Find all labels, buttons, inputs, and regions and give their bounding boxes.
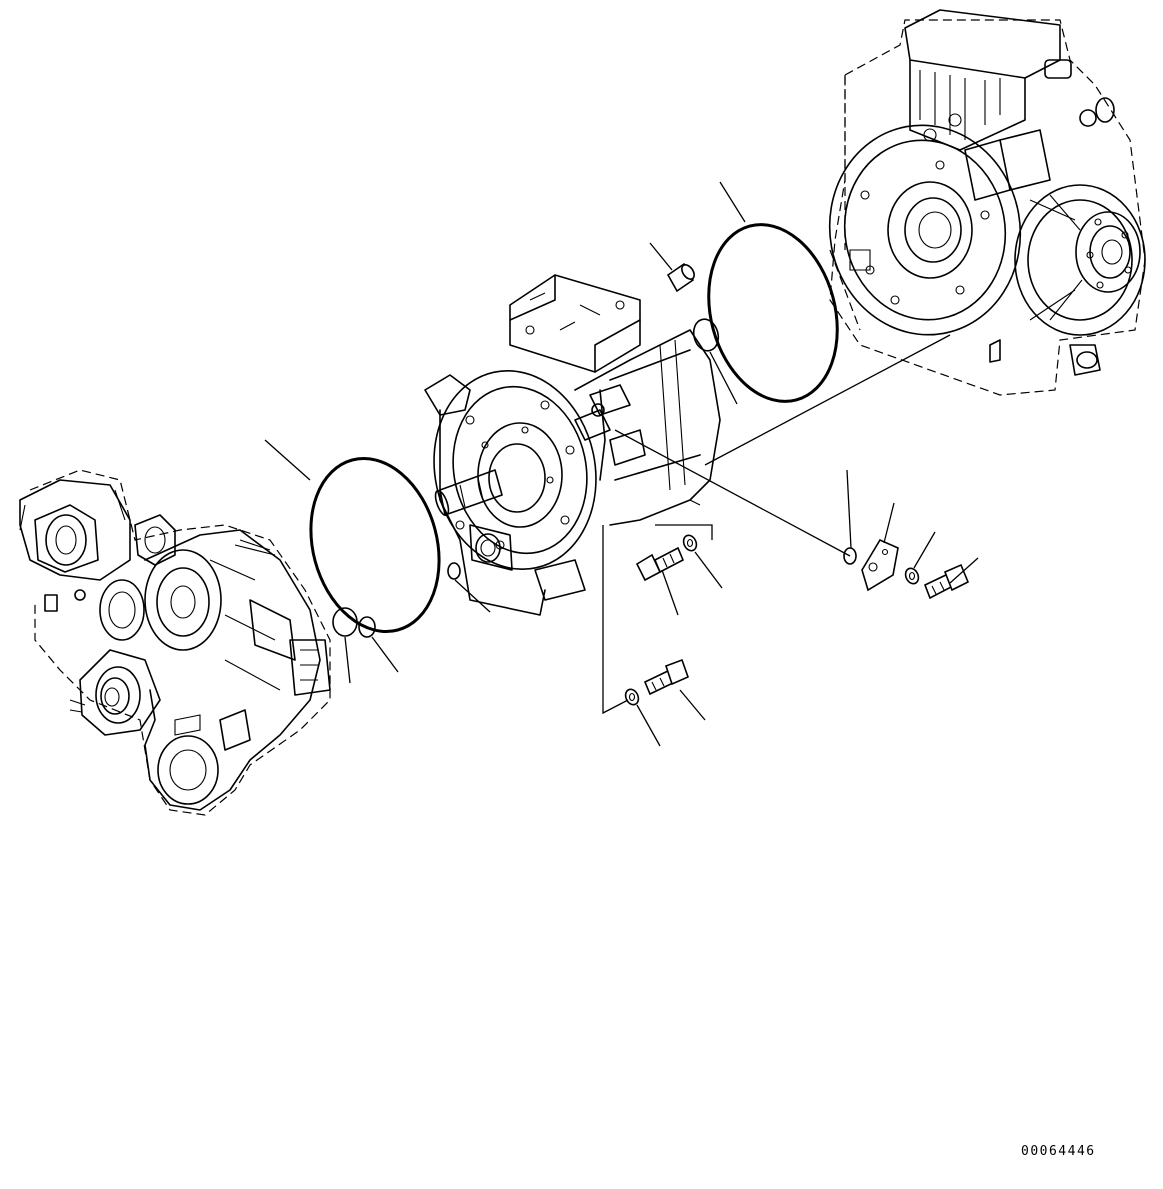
drawing-number: 00064446 xyxy=(1021,1144,1096,1159)
pump-assembly-icon xyxy=(416,275,720,615)
leader-lines xyxy=(265,182,978,746)
dowel-pin-icon xyxy=(668,263,697,291)
assembly-guide-lines xyxy=(603,335,950,713)
cover-plate-icon xyxy=(862,540,898,590)
rear-housing-icon xyxy=(813,10,1145,395)
small-o-rings-icon xyxy=(333,316,856,637)
large-o-ring-rear-icon xyxy=(690,210,856,416)
front-case-icon xyxy=(20,470,330,815)
large-o-ring-front-icon xyxy=(292,444,457,646)
washers-icon xyxy=(623,533,921,707)
bolts-icon xyxy=(637,548,968,694)
